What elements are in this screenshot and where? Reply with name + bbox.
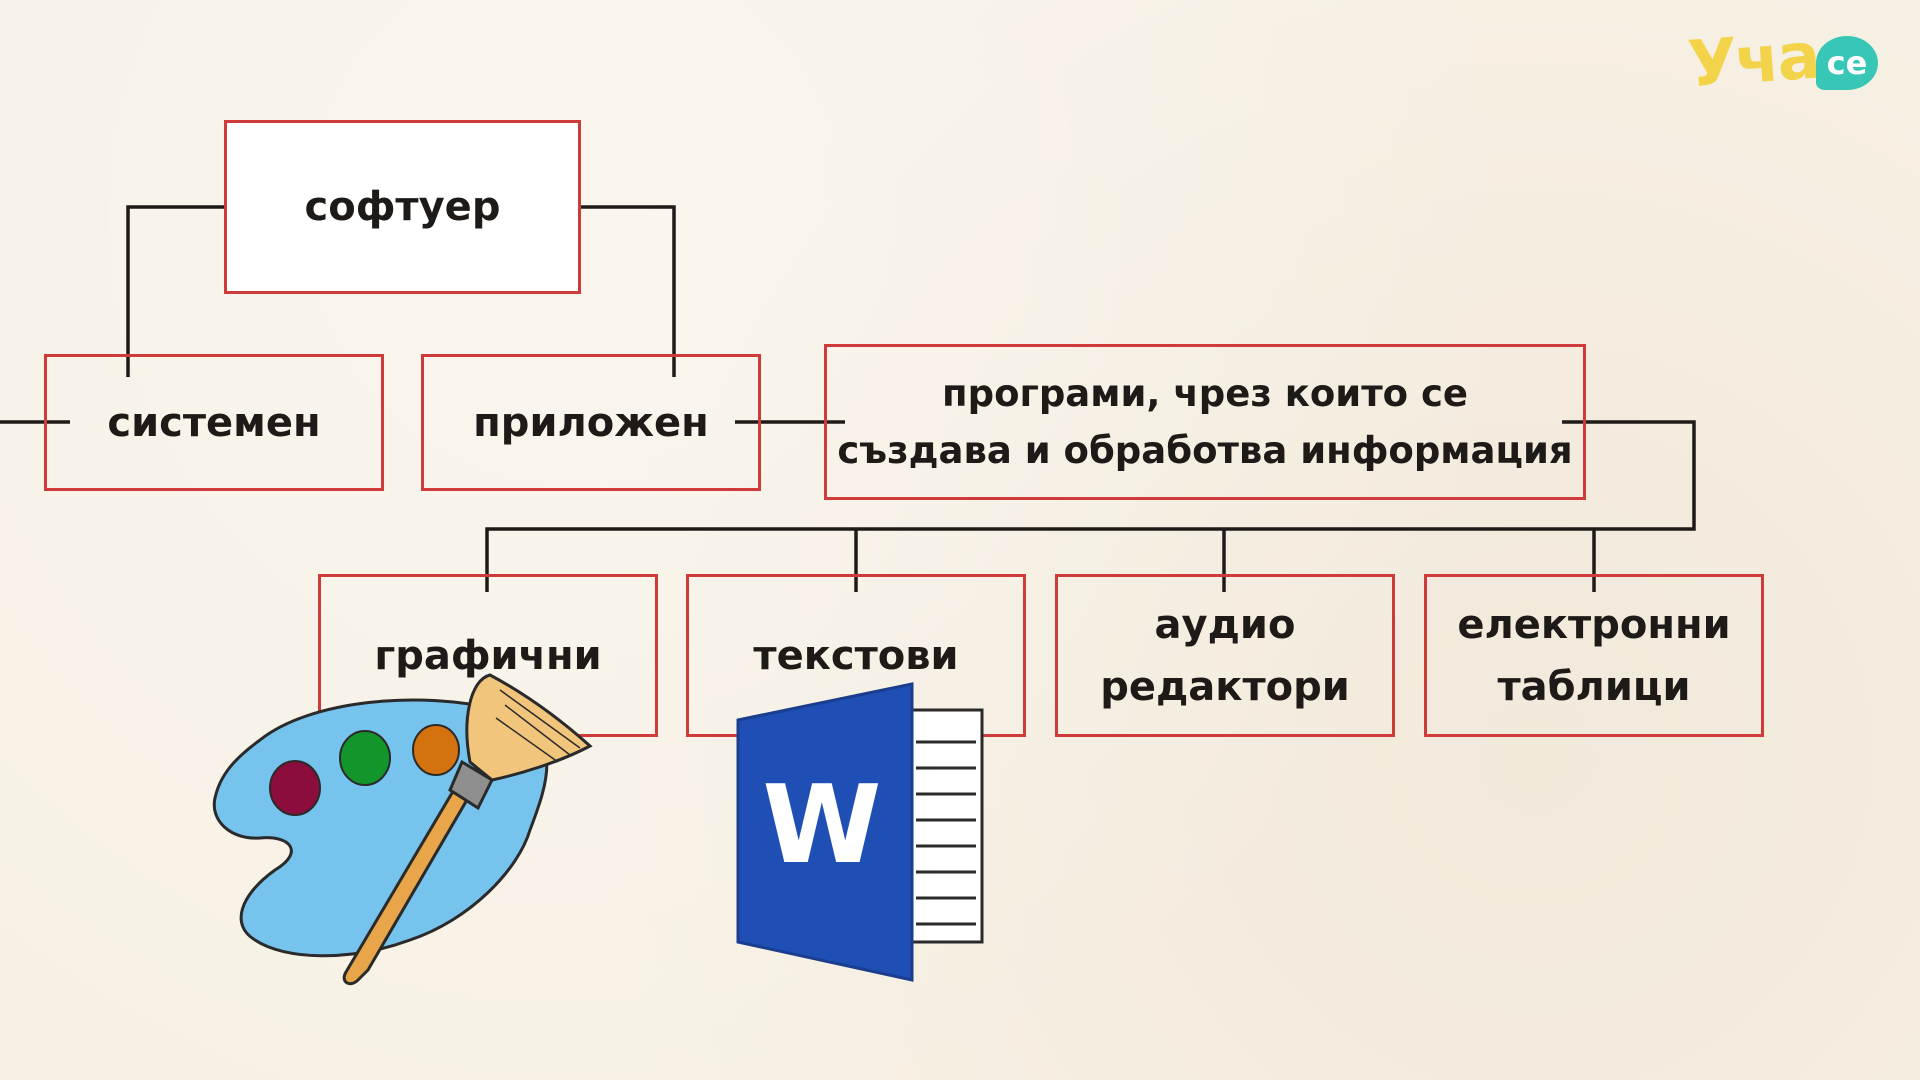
node-text-label: текстови (753, 632, 959, 679)
paint-palette-icon (212, 673, 593, 986)
word-document-icon: W (736, 682, 984, 982)
node-spreadsheet: електронни таблици (1424, 574, 1764, 737)
node-applied: приложен (421, 354, 761, 491)
node-applied-label: приложен (473, 399, 709, 446)
node-spreadsheet-label: електронни таблици (1457, 601, 1731, 710)
node-system: системен (44, 354, 384, 491)
node-definition: програми, чрез които се създава и обрабо… (824, 344, 1586, 500)
node-system-label: системен (107, 399, 321, 446)
node-definition-label: програми, чрез които се създава и обрабо… (837, 371, 1573, 472)
brand-logo: Уча се (1685, 19, 1898, 112)
logo-badge: се (1816, 36, 1878, 90)
node-graphic-label: графични (374, 632, 602, 679)
logo-text: Уча (1685, 19, 1821, 103)
node-audio: аудио редактори (1055, 574, 1395, 737)
node-audio-label: аудио редактори (1100, 601, 1350, 710)
node-software-label: софтуер (304, 184, 501, 230)
node-software: софтуер (224, 120, 581, 294)
word-letter: W (762, 763, 881, 888)
